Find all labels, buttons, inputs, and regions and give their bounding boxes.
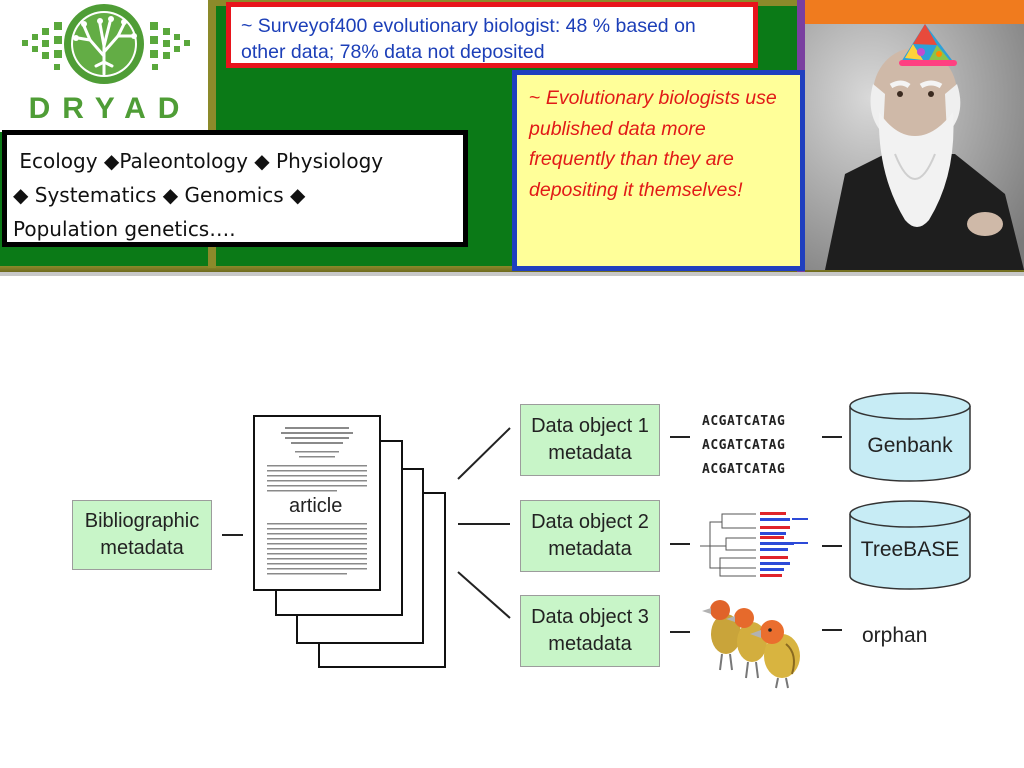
dryad-logo: DRYAD	[0, 0, 208, 132]
diamond-icon: ◆	[162, 183, 179, 207]
sequence-line: ACGATCATAG	[702, 414, 786, 429]
portrait-top-border	[805, 0, 1024, 24]
logo-wordmark: DRYAD	[28, 92, 192, 125]
bibliographic-metadata-box: Bibliographic metadata	[72, 500, 212, 570]
data-object-3-box: Data object 3 metadata	[520, 595, 660, 667]
discipline-genomics: Genomics	[184, 183, 284, 207]
data-object-2-label: Data object 2 metadata	[531, 511, 649, 560]
diamond-icon: ◆	[254, 149, 270, 173]
discipline-ecology: Ecology	[19, 149, 98, 173]
discipline-population-genetics: Population genetics….	[13, 217, 236, 241]
survey-text: ~ Surveyof400 evolutionary biologist: 48…	[241, 15, 696, 63]
data-object-1-box: Data object 1 metadata	[520, 404, 660, 476]
disciplines-callout: Ecology ◆Paleontology ◆ Physiology ◆ Sys…	[2, 130, 468, 247]
genbank-database-icon: Genbank	[849, 392, 971, 482]
finch-birds-icon	[702, 600, 800, 689]
bibliographic-label: Bibliographic metadata	[84, 510, 200, 559]
sequence-line: ACGATCATAG	[702, 438, 786, 453]
diamond-icon: ◆	[13, 183, 29, 207]
discipline-paleontology: Paleontology	[119, 149, 248, 173]
tree-logo-icon	[22, 4, 190, 84]
treebase-label: TreeBASE	[861, 538, 959, 561]
banner-shadow	[0, 272, 1024, 276]
data-object-1-label: Data object 1 metadata	[531, 415, 649, 464]
evo-tilde: ~	[529, 87, 546, 109]
darwin-portrait	[805, 24, 1024, 270]
discipline-physiology: Physiology	[276, 149, 384, 173]
survey-callout: ~ Surveyof400 evolutionary biologist: 48…	[226, 2, 758, 68]
sequence-line: ACGATCATAG	[702, 462, 786, 477]
diamond-icon: ◆	[103, 149, 120, 173]
genbank-label: Genbank	[867, 434, 953, 457]
data-object-3-label: Data object 3 metadata	[531, 606, 649, 655]
article-label: article	[287, 495, 345, 518]
diamond-icon: ◆	[290, 183, 306, 207]
orphan-label: orphan	[862, 624, 928, 647]
evo-text: Evolutionary biologists use published da…	[529, 87, 777, 201]
darwin-portrait-party-hat-icon	[805, 24, 1024, 270]
phylogenetic-tree-icon	[700, 512, 808, 577]
article-page-front	[253, 415, 381, 591]
data-object-2-box: Data object 2 metadata	[520, 500, 660, 572]
treebase-database-icon: TreeBASE	[849, 500, 971, 590]
discipline-systematics: Systematics	[34, 183, 157, 207]
evolutionary-callout: ~ Evolutionary biologists use published …	[512, 70, 805, 271]
article-text-icon	[267, 427, 367, 575]
